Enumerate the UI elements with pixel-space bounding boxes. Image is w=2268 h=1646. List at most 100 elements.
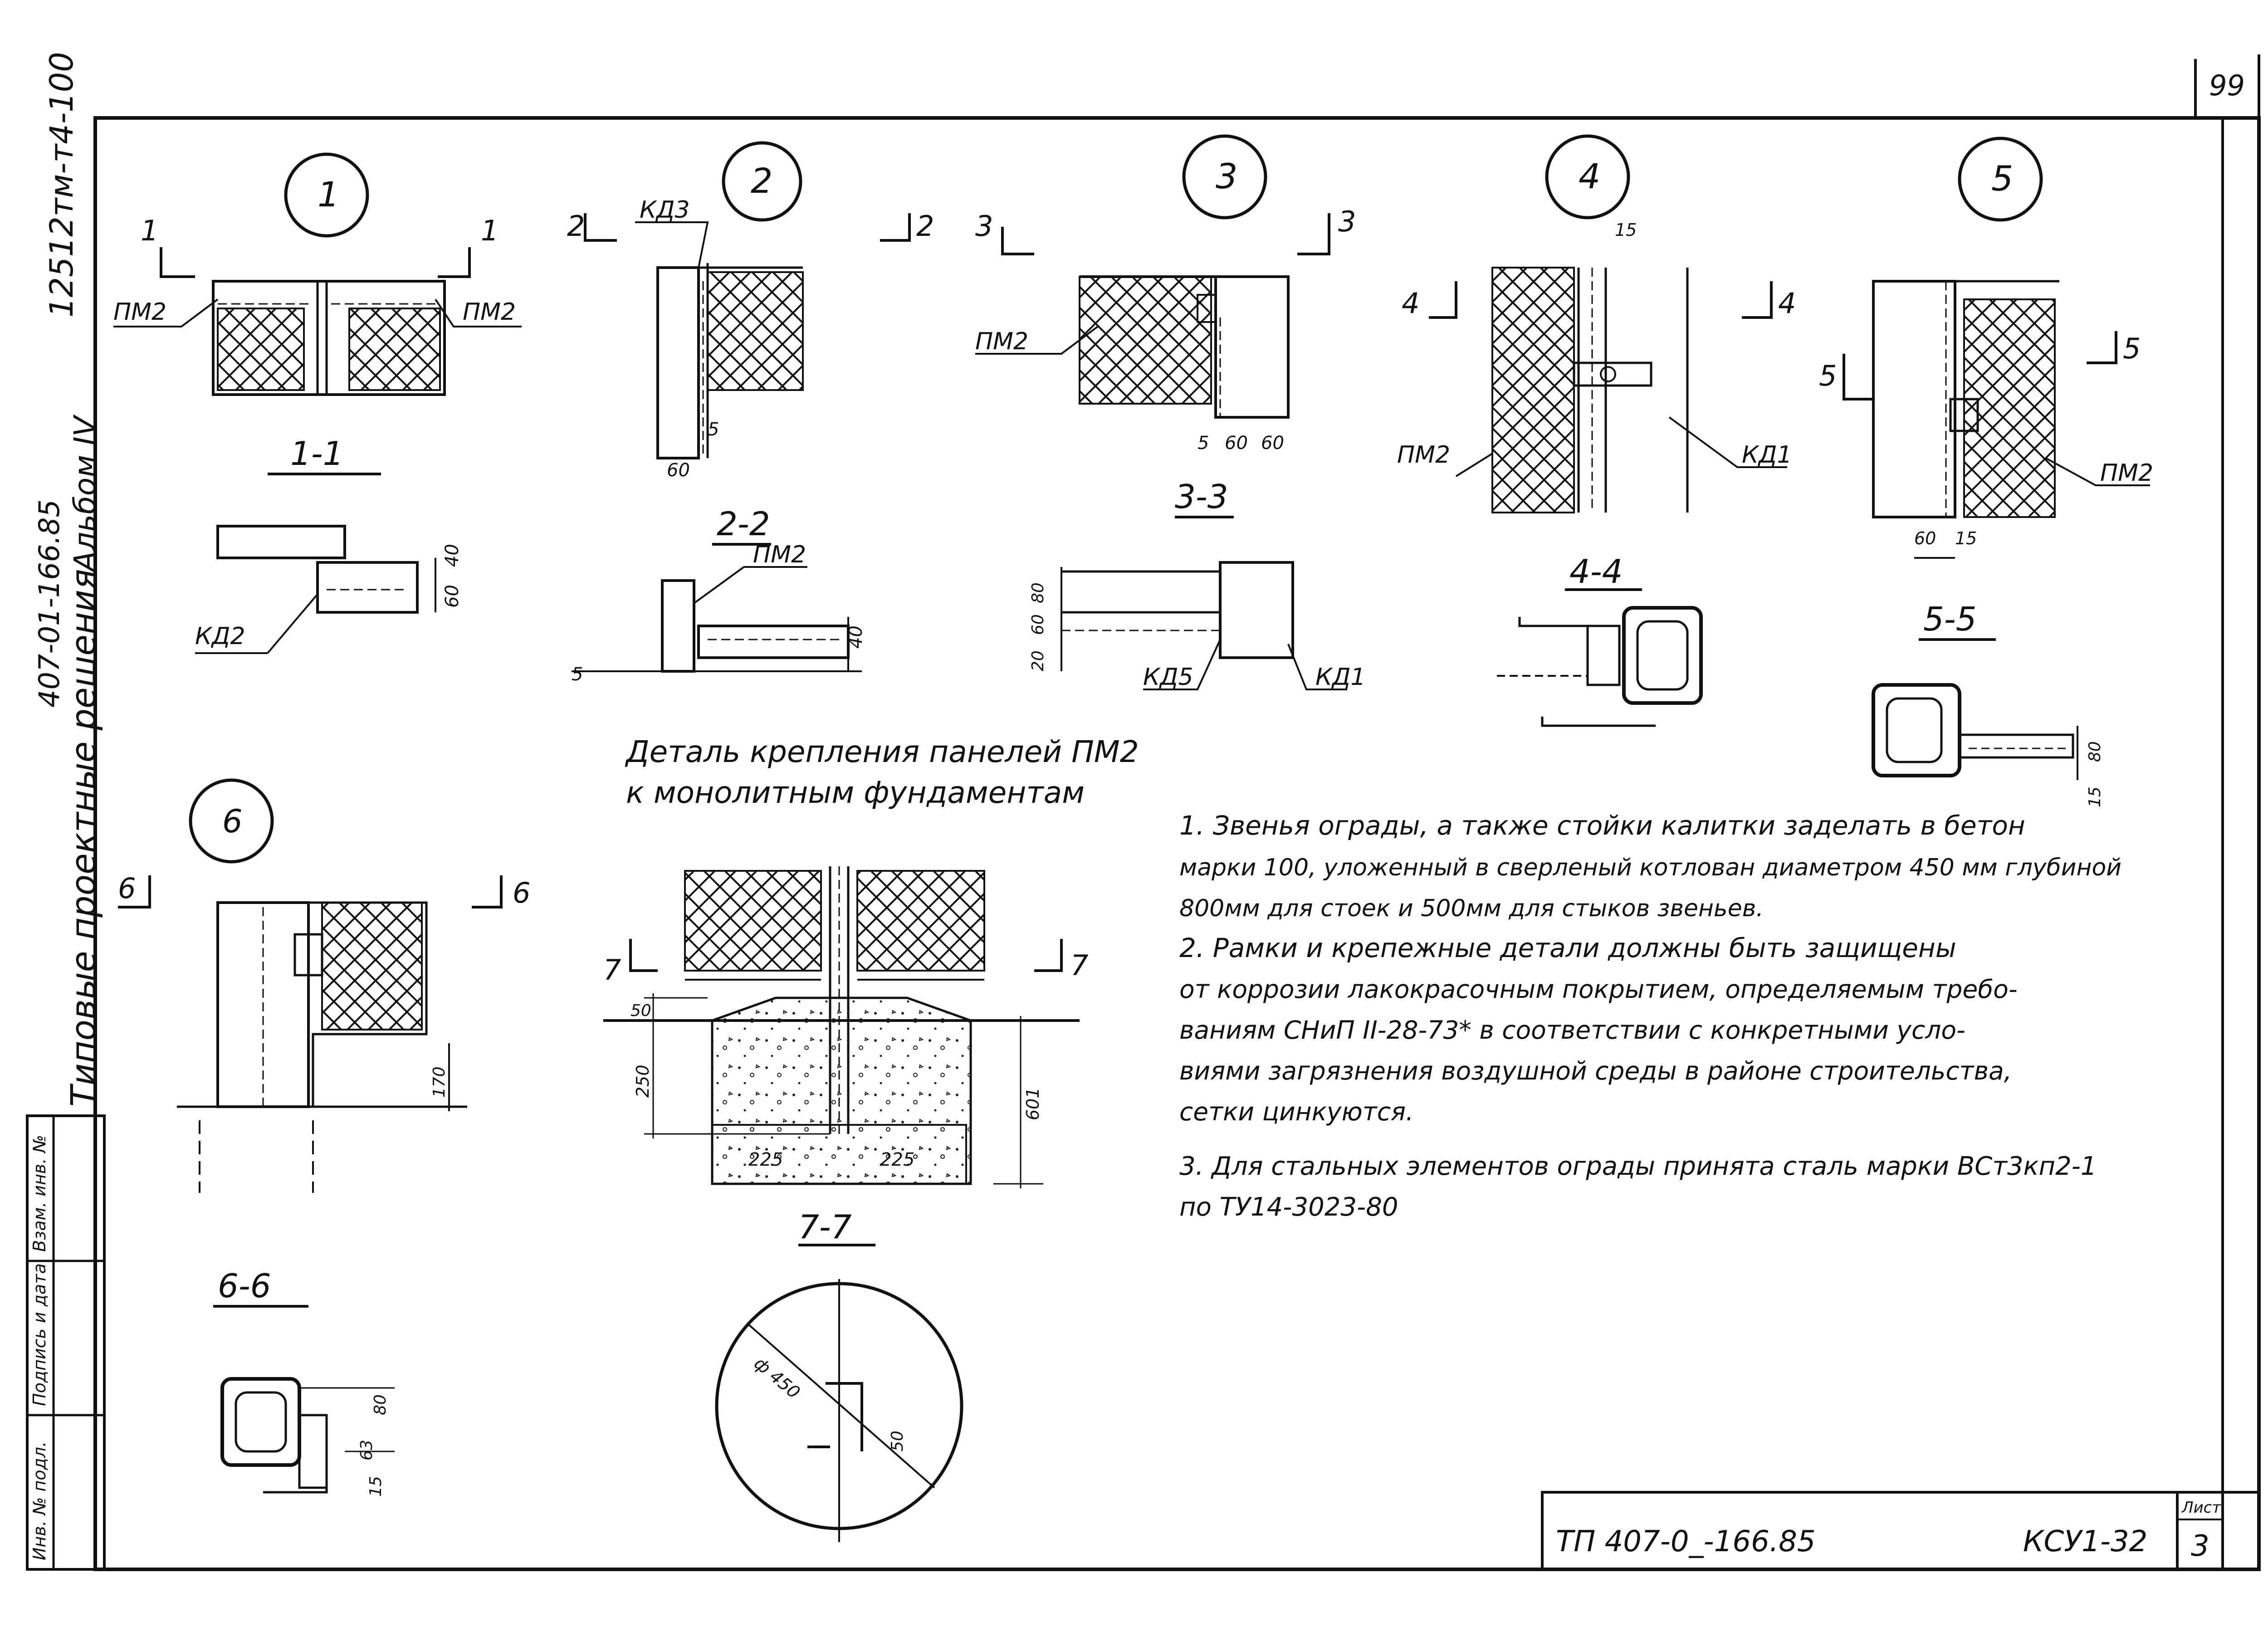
dim-60: 60 (667, 460, 690, 481)
label-d450: ф 450 (750, 1353, 804, 1402)
section-title: 7-7 (798, 1208, 852, 1246)
detail-7-fundament (603, 866, 1080, 1542)
section-title: 1-1 (290, 435, 344, 473)
cut-label: 3 (1338, 205, 1356, 238)
detail-4 (1429, 134, 1787, 727)
detail-3 (975, 134, 1347, 690)
dim-63: 63 (357, 1440, 376, 1460)
dim-20: 20 (1029, 650, 1047, 671)
cut-label: 3 (975, 210, 993, 243)
dim-40: 40 (442, 544, 463, 567)
note-line: по ТУ14-3023-80 (1179, 1192, 1398, 1222)
dim-60: 60 (1029, 614, 1047, 635)
titleblock-mark: КСУ1-32 (2023, 1525, 2147, 1558)
frame (93, 54, 2261, 1571)
cut-label: 4 (1402, 287, 1419, 320)
note-line: 3. Для стальных элементов ограды принята… (1179, 1152, 2097, 1181)
section-title: 6-6 (218, 1267, 271, 1305)
cut-label: 7 (603, 953, 621, 987)
dim-60: 60 (1225, 433, 1248, 454)
dim-60: 60 (1261, 433, 1284, 454)
dim-601: 601 (1023, 1087, 1043, 1120)
corner-sheet-number: 99 (2209, 69, 2245, 102)
note-line: 2. Рамки и крепежные детали должны быть … (1179, 933, 1956, 963)
cut-label: 6 (118, 872, 136, 905)
side-code-mid: 407-01-166.85 (33, 499, 66, 708)
label-pm2: ПМ2 (2100, 459, 2153, 487)
side-album: Альбом IV (68, 414, 103, 573)
dim-15: 15 (2086, 786, 2104, 807)
label-pm2: ПМ2 (1397, 441, 1450, 469)
label-kd1: КД1 (1315, 664, 1366, 691)
dim-15: 15 (1615, 220, 1637, 240)
detail-5-marker (1958, 137, 2043, 222)
titleblock-sheet-number: 3 (2191, 1529, 2209, 1563)
dim-225: 225 (748, 1149, 783, 1170)
stamp-signature-label: Подпись и дата (29, 1263, 49, 1406)
detail-6 (118, 778, 503, 1494)
note-line: марки 100, уложенный в сверленый котлова… (1179, 854, 2121, 881)
detail-number: 5 (1991, 158, 2013, 199)
note-line: виями загрязнения воздушной среды в райо… (1179, 1056, 2012, 1085)
dim-225: 225 (880, 1149, 914, 1170)
titleblock-sheet-label: Лист (2181, 1499, 2221, 1517)
label-pm2: ПМ2 (753, 541, 806, 568)
detail-5 (1843, 137, 2150, 780)
dim-50: 50 (631, 1001, 651, 1020)
dim-80: 80 (371, 1394, 390, 1415)
stamp-inventory-label: Инв. № подл. (29, 1441, 49, 1560)
dim-60: 60 (442, 585, 463, 608)
cut-label: 4 (1778, 287, 1796, 320)
cut-1-left (160, 247, 195, 278)
detail-1 (113, 152, 522, 654)
label-kd3: КД3 (640, 196, 690, 224)
cut-label: 1 (481, 214, 499, 247)
label-kd1: КД1 (1742, 441, 1792, 469)
dim-170: 170 (430, 1066, 449, 1098)
cut-label: 6 (513, 876, 530, 909)
fundament-caption-line1: Деталь крепления панелей ПМ2 (625, 734, 1139, 769)
dim-80: 80 (2086, 741, 2104, 762)
note-line: сетки цинкуются. (1179, 1097, 1414, 1126)
side-title: Типовые проектные решения (63, 569, 103, 1107)
cut-label: 5 (2123, 332, 2141, 365)
cut-label: 7 (1070, 949, 1088, 982)
note-line: 800мм для стоек и 500мм для стыков звень… (1179, 895, 1764, 922)
cut-label: 2 (916, 210, 934, 243)
dim-80: 80 (1029, 582, 1047, 603)
note-line: ваниям СНиП II-28-73* в соответствии с к… (1179, 1016, 1965, 1045)
detail-number: 2 (751, 161, 772, 201)
note-line: от коррозии лакокрасочным покрытием, опр… (1179, 975, 2018, 1004)
label-pm2: ПМ2 (463, 298, 516, 326)
left-stamp (26, 1114, 106, 1571)
dim-15: 15 (1955, 528, 1977, 548)
label-pm2: ПМ2 (113, 298, 166, 326)
section-title: 5-5 (1923, 600, 1977, 638)
cut-1-right (438, 247, 471, 278)
dim-250: 250 (633, 1065, 653, 1098)
detail-3-marker (1182, 134, 1267, 220)
detail-2 (572, 141, 911, 673)
label-kd5: КД5 (1143, 664, 1193, 691)
cut-label: 5 (1819, 359, 1837, 392)
detail-number: 1 (318, 174, 339, 215)
side-code-top: 12512тм-т4-100 (43, 52, 80, 317)
detail-number: 6 (222, 803, 243, 840)
fundament-caption-line2: к монолитным фундаментам (626, 775, 1085, 810)
detail-1-marker (284, 152, 369, 238)
dim-15: 15 (367, 1476, 385, 1497)
titleblock-code: ТП 407-0_-166.85 (1556, 1525, 1816, 1558)
notes-block: 1. Звенья ограды, а также стойки калитки… (1179, 810, 2121, 1222)
title-block (1541, 1491, 2259, 1569)
dim-5: 5 (1198, 433, 1209, 454)
detail-4-marker (1545, 134, 1630, 220)
detail-6-marker (189, 778, 274, 864)
stamp-replace-label: Взам. инв. № (29, 1135, 49, 1252)
detail-number: 3 (1216, 156, 1237, 196)
detail-2-marker (722, 141, 802, 222)
section-title: 2-2 (717, 505, 770, 543)
dim-60: 60 (1914, 528, 1936, 548)
label-pm2: ПМ2 (975, 328, 1028, 355)
section-title: 3-3 (1175, 478, 1228, 516)
